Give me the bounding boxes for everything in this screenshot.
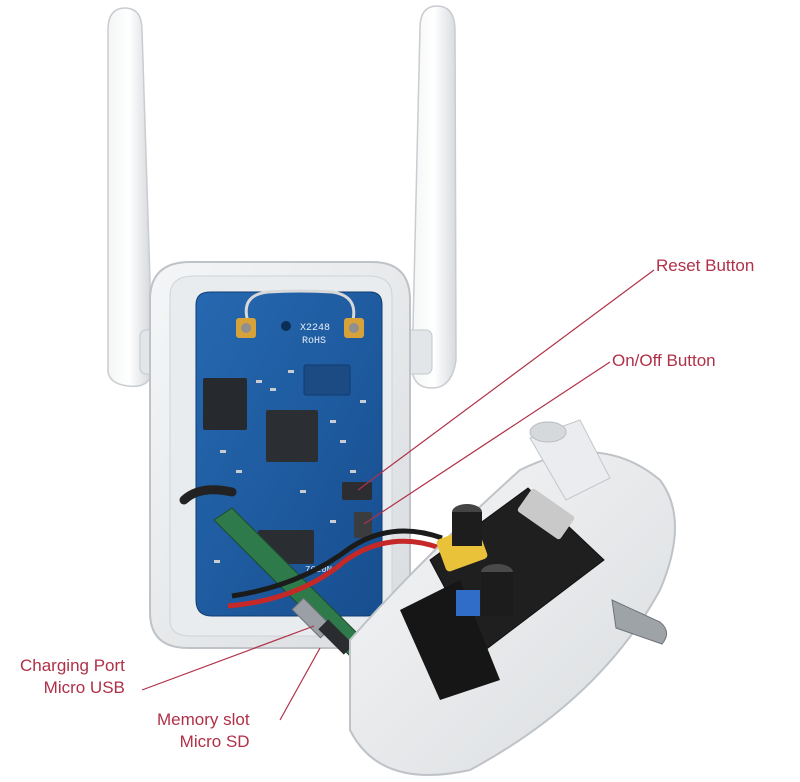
- board-marking-model: X2248: [300, 323, 330, 334]
- main-soc: [266, 410, 318, 462]
- flash-chip: [203, 378, 247, 430]
- charging-port-callout: Charging Port Micro USB: [20, 655, 125, 699]
- power-supply-pcb: [400, 487, 605, 700]
- reset-button-callout: Reset Button: [656, 255, 754, 277]
- reset-button-switch: [342, 482, 372, 500]
- callout-label: Reset Button: [656, 256, 755, 275]
- callout-label: Memory slot: [157, 710, 250, 729]
- charging-leader-line: [141, 625, 315, 691]
- reset-leader-line: [357, 269, 655, 491]
- callout-label: On/Off Button: [612, 351, 716, 370]
- memory-slot-callout: Memory slot Micro SD: [157, 709, 250, 753]
- capacitor: [452, 504, 482, 546]
- callout-sublabel: Micro SD: [179, 732, 250, 751]
- onoff-button-callout: On/Off Button: [612, 350, 716, 372]
- callout-label: Charging Port: [20, 656, 125, 675]
- board-marking-rohs: RoHS: [302, 336, 326, 347]
- callout-sublabel: Micro USB: [43, 678, 125, 697]
- plug-pin: [611, 599, 667, 645]
- capacitor: [481, 564, 513, 616]
- onoff-button-switch: [354, 512, 372, 538]
- onoff-leader-line: [363, 361, 611, 525]
- memory-leader-line: [279, 647, 321, 721]
